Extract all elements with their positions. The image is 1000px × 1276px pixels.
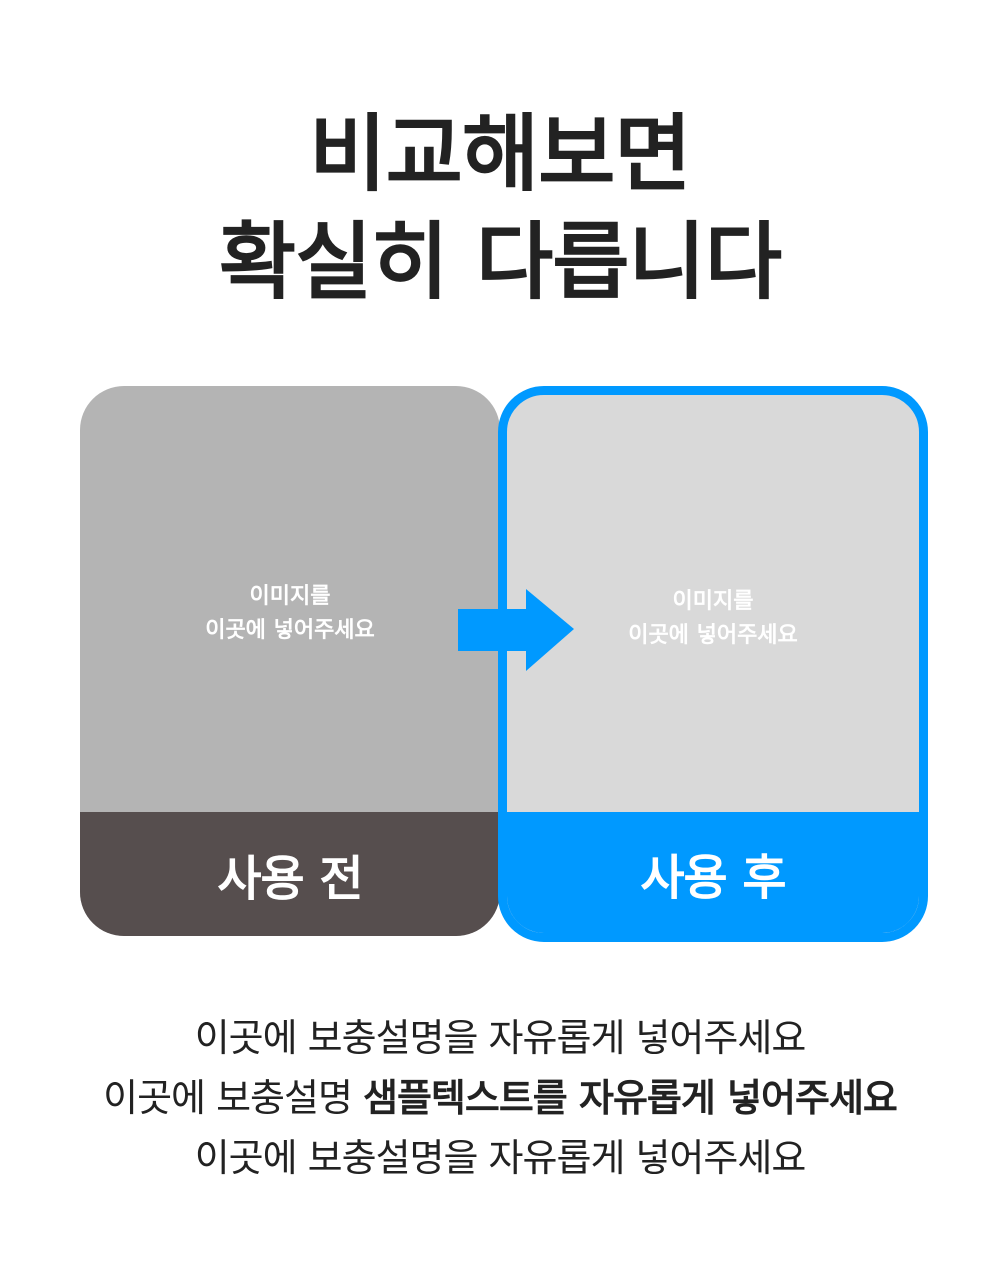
after-card: 이미지를 이곳에 넣어주세요 사용 후 [498,386,928,942]
before-placeholder-line-1: 이미지를 [249,584,331,609]
before-placeholder-line-2: 이곳에 넣어주세요 [205,618,375,643]
before-card: 이미지를 이곳에 넣어주세요 사용 전 [80,386,500,936]
after-placeholder-line-1: 이미지를 [672,588,754,614]
before-placeholder-text: 이미지를 이곳에 넣어주세요 [205,580,375,648]
description-line-3: 이곳에 보충설명을 자유롭게 넣어주세요 [194,1136,807,1180]
after-image-placeholder: 이미지를 이곳에 넣어주세요 [507,395,919,812]
description: 이곳에 보충설명을 자유롭게 넣어주세요 이곳에 보충설명 샘플텍스트를 자유롭… [0,1008,1000,1188]
after-label: 사용 후 [507,812,919,933]
arrow-shape [458,589,574,671]
headline-line-1: 비교해보면 [309,105,691,203]
before-image-placeholder: 이미지를 이곳에 넣어주세요 [80,386,500,812]
headline-line-2: 확실히 다릅니다 [218,213,782,311]
page-title: 비교해보면 확실히 다릅니다 [0,100,1000,316]
arrow-right-icon [458,589,574,671]
before-label: 사용 전 [80,812,500,936]
after-placeholder-text: 이미지를 이곳에 넣어주세요 [628,585,798,653]
after-placeholder-line-2: 이곳에 넣어주세요 [628,622,798,648]
description-line-2-bold: 샘플텍스트를 자유롭게 넣어주세요 [363,1076,898,1120]
description-line-2: 이곳에 보충설명 샘플텍스트를 자유롭게 넣어주세요 [0,1068,1000,1128]
description-line-1: 이곳에 보충설명을 자유롭게 넣어주세요 [194,1016,807,1060]
description-line-2-regular: 이곳에 보충설명 [103,1076,363,1120]
